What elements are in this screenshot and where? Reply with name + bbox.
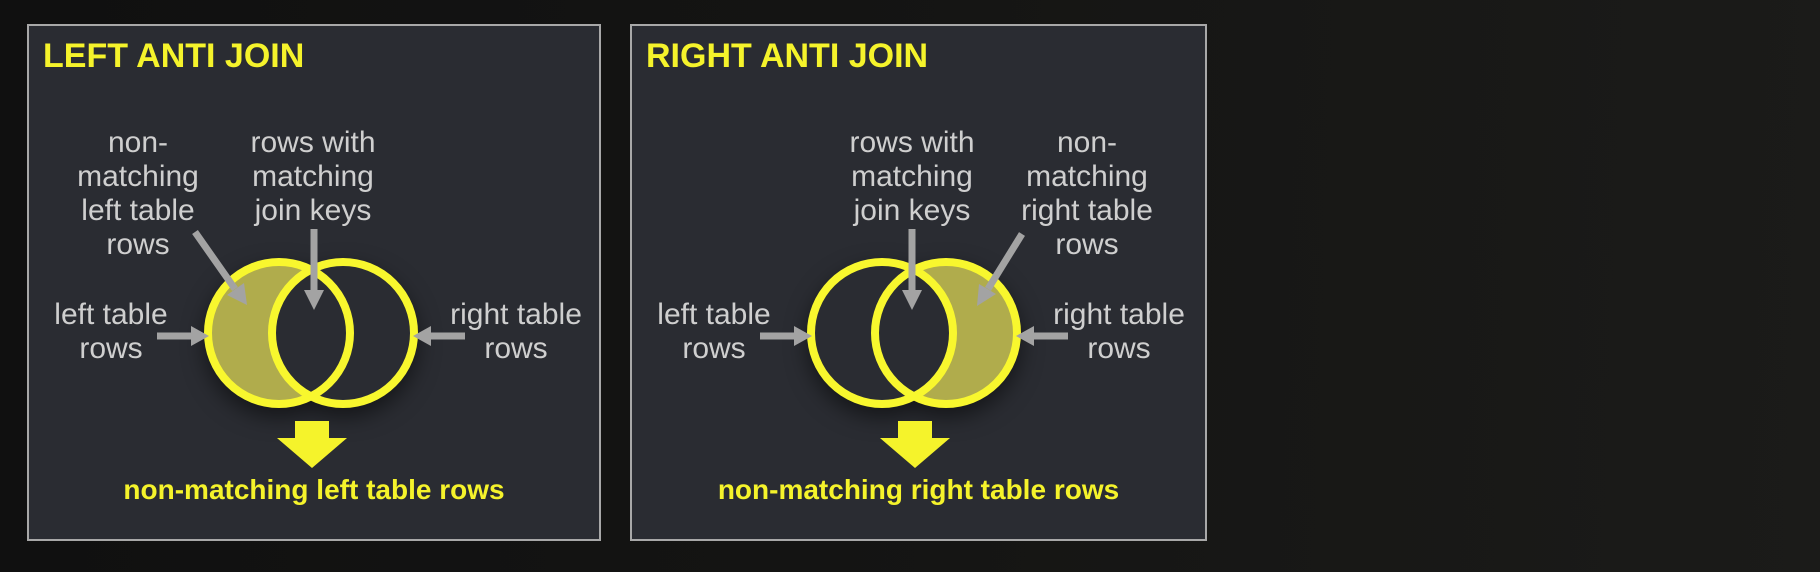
matching-join-keys-label: rows with matching join keys — [849, 126, 975, 227]
right-circle-outline — [268, 258, 418, 408]
annotation-arrows — [157, 229, 465, 346]
left-arrowhead-icon — [794, 326, 812, 346]
diagonal-arrowhead-icon — [977, 284, 996, 306]
result-down-arrow-icon — [880, 421, 950, 468]
result-label: non-matching left table rows — [123, 474, 505, 505]
non-matching-right-rows-label: non- matching right table rows — [1021, 126, 1153, 261]
intersection-mask — [272, 262, 414, 404]
panel-title: LEFT ANTI JOIN — [43, 37, 305, 75]
right-anti-join-panel: RIGHT ANTI JOIN rows with matching join … — [630, 24, 1207, 541]
result-down-arrow-icon — [277, 421, 347, 468]
left-circle-outline — [204, 258, 354, 408]
right-arrowhead-icon — [413, 326, 431, 346]
left-anti-join-panel: LEFT ANTI JOIN non- matching left table … — [27, 24, 601, 541]
non-matching-left-rows-label: non- matching left table rows — [77, 126, 199, 261]
down-arrowhead-icon — [902, 290, 922, 310]
right-circle-outline — [871, 258, 1021, 408]
right-table-rows-label: right table rows — [1053, 298, 1185, 365]
annotation-arrows — [760, 229, 1068, 346]
left-table-rows-label: left table rows — [54, 298, 168, 365]
right-table-rows-label: right table rows — [450, 298, 582, 365]
diagonal-arrowhead-icon — [227, 283, 247, 305]
venn-diagram-right-anti — [760, 229, 1068, 468]
diagonal-arrow-icon — [985, 232, 1025, 291]
right-arrowhead-icon — [1016, 326, 1034, 346]
left-table-rows-label: left table rows — [657, 298, 771, 365]
diagonal-arrow-icon — [192, 229, 238, 292]
matching-join-keys-label: rows with matching join keys — [250, 126, 376, 227]
left-circle-outline — [807, 258, 957, 408]
panel-title: RIGHT ANTI JOIN — [646, 37, 929, 75]
result-label: non-matching right table rows — [717, 474, 1120, 505]
left-arrowhead-icon — [191, 326, 209, 346]
down-arrowhead-icon — [304, 290, 324, 310]
venn-diagram-left-anti — [157, 229, 465, 468]
